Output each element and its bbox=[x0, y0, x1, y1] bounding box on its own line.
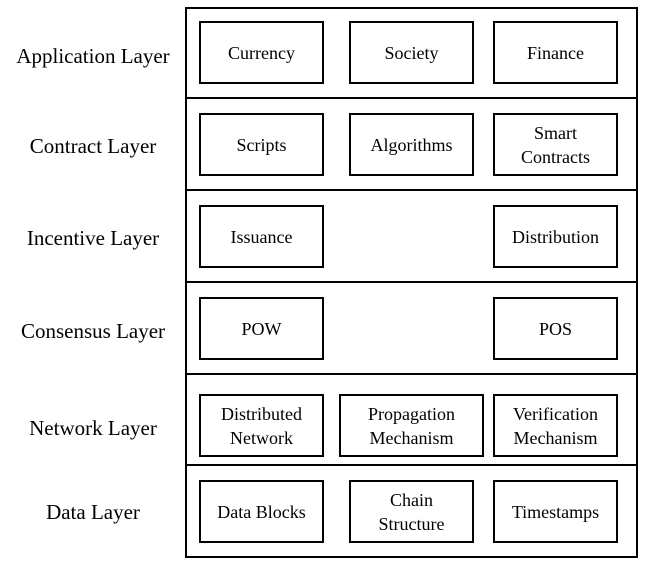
component-box-society: Society bbox=[349, 21, 474, 84]
layer-label-incentive-layer: Incentive Layer bbox=[26, 226, 160, 250]
component-label: Currency bbox=[228, 41, 295, 65]
component-label: Timestamps bbox=[512, 500, 599, 524]
component-label-line: Society bbox=[384, 42, 439, 63]
component-label-line: Chain bbox=[389, 489, 433, 510]
component-box-finance: Finance bbox=[493, 21, 618, 84]
component-label-line: Contracts bbox=[521, 146, 590, 167]
component-box-pow: POW bbox=[199, 297, 324, 360]
layer-label-contract-layer: Contract Layer bbox=[29, 134, 157, 158]
component-label-line: Finance bbox=[527, 42, 584, 63]
component-label: POS bbox=[539, 317, 572, 341]
component-label-line: Data Blocks bbox=[217, 501, 306, 522]
component-box-distribution: Distribution bbox=[493, 205, 618, 268]
component-label-line: Distributed bbox=[221, 403, 302, 424]
layer-divider bbox=[185, 189, 638, 191]
component-label-line: Smart bbox=[534, 122, 577, 143]
component-label-line: Scripts bbox=[236, 134, 287, 155]
component-label: POW bbox=[242, 317, 282, 341]
layer-divider bbox=[185, 97, 638, 99]
component-box-algorithms: Algorithms bbox=[349, 113, 474, 176]
component-label: Society bbox=[385, 41, 439, 65]
component-label: Distribution bbox=[512, 225, 599, 249]
component-box-scripts: Scripts bbox=[199, 113, 324, 176]
component-label-line: Structure bbox=[378, 513, 445, 534]
component-box-issuance: Issuance bbox=[199, 205, 324, 268]
component-label: Data Blocks bbox=[217, 500, 305, 524]
layer-label-consensus-layer: Consensus Layer bbox=[20, 319, 166, 343]
layer-label-network-layer: Network Layer bbox=[29, 416, 157, 440]
component-label-line: Timestamps bbox=[511, 501, 600, 522]
layer-label-data-layer: Data Layer bbox=[46, 500, 140, 524]
component-label-line: Distribution bbox=[511, 226, 599, 247]
component-label-line: Mechanism bbox=[369, 427, 454, 448]
component-label-line: Network bbox=[230, 427, 293, 448]
layer-divider bbox=[185, 373, 638, 375]
layer-divider bbox=[185, 281, 638, 283]
component-label-line: Propagation bbox=[368, 403, 455, 424]
component-label-line: Algorithms bbox=[370, 134, 453, 155]
component-label-line: POW bbox=[241, 318, 282, 339]
component-label: Algorithms bbox=[370, 133, 452, 157]
component-box-pos: POS bbox=[493, 297, 618, 360]
component-label: Scripts bbox=[236, 133, 286, 157]
layer-label-application-layer: Application Layer bbox=[16, 44, 170, 68]
component-label: Issuance bbox=[231, 225, 293, 249]
component-box-data-blocks: Data Blocks bbox=[199, 480, 324, 543]
component-label-line: Currency bbox=[228, 42, 295, 63]
component-label-line: Mechanism bbox=[513, 427, 598, 448]
component-box-timestamps: Timestamps bbox=[493, 480, 618, 543]
component-label-line: Verification bbox=[513, 403, 598, 424]
component-label: Finance bbox=[527, 41, 584, 65]
layer-divider bbox=[185, 464, 638, 466]
component-label-line: POS bbox=[538, 318, 573, 339]
component-label-line: Issuance bbox=[230, 226, 293, 247]
component-box-currency: Currency bbox=[199, 21, 324, 84]
